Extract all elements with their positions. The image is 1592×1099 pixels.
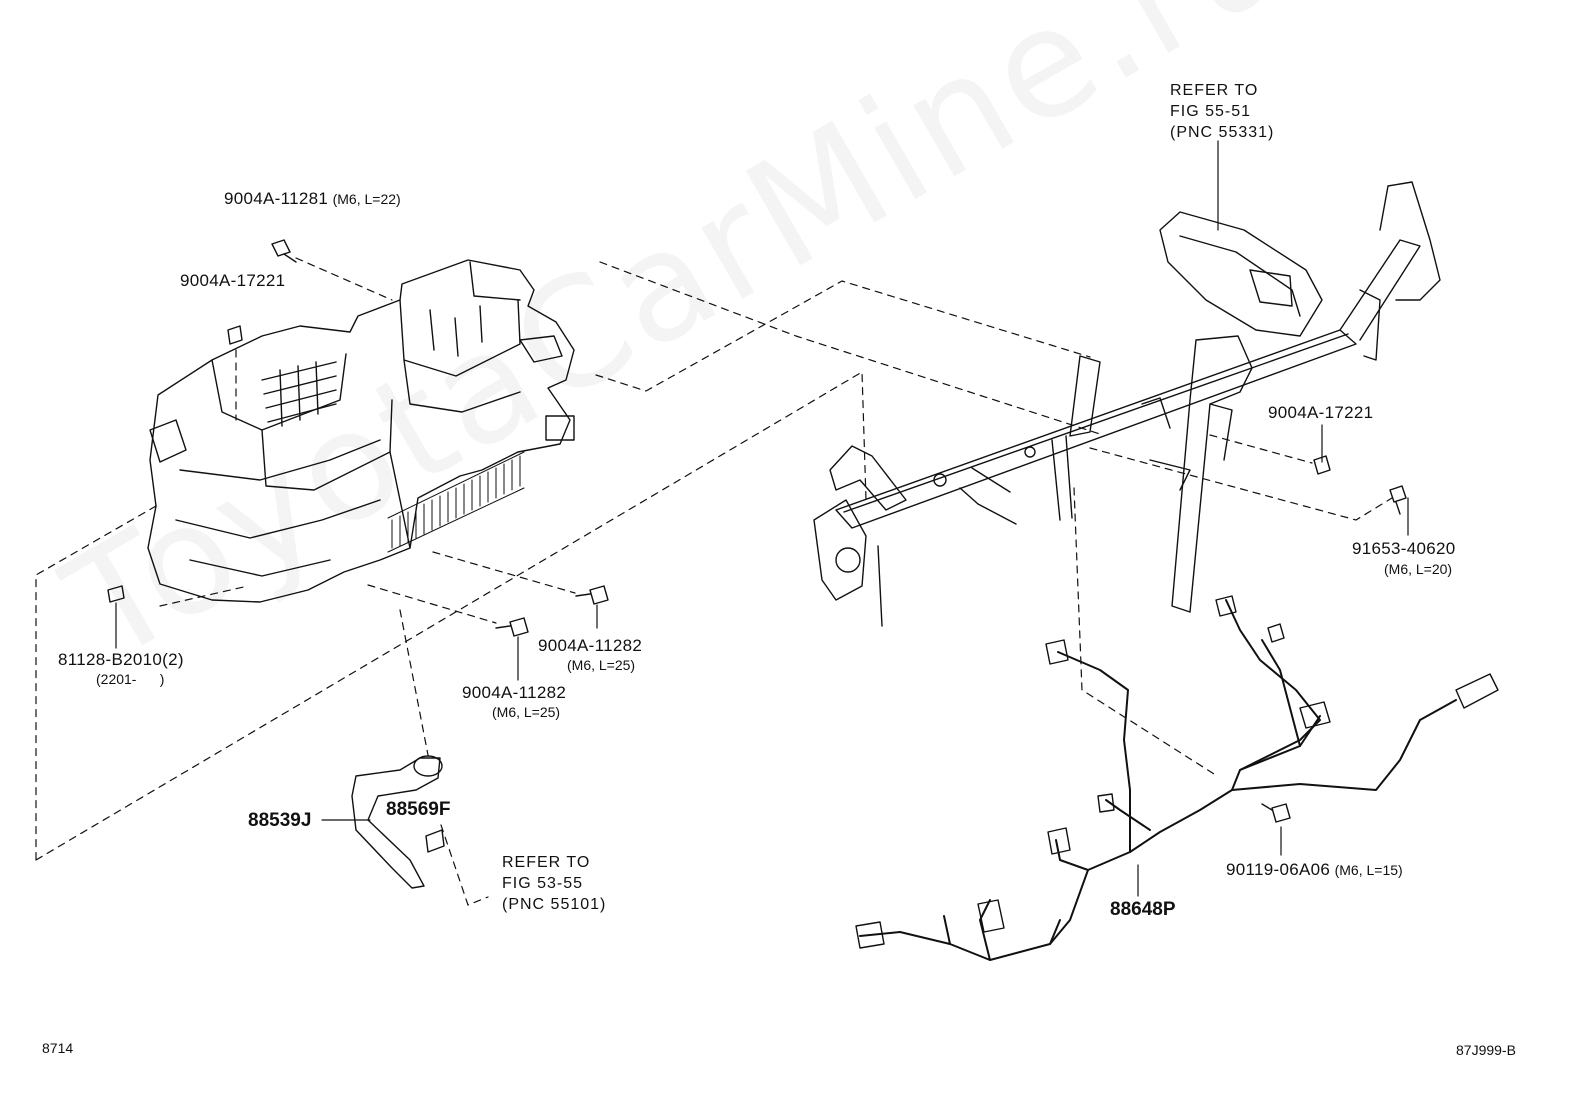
spec-bolt-9004a-11282-a: (M6, L=25) bbox=[567, 657, 636, 673]
reference-fig-55-51: REFER TO FIG 55-51 (PNC 55331) bbox=[1170, 80, 1274, 143]
harness-connectors bbox=[855, 595, 1499, 949]
evaporator-fins bbox=[387, 451, 525, 553]
illustration-code: 87J999-B bbox=[1456, 1042, 1516, 1058]
label-hose-88539j[interactable]: 88539J bbox=[248, 810, 312, 831]
spec-bolt-91653-40620: (M6, L=20) bbox=[1384, 561, 1453, 577]
label-leaders bbox=[115, 140, 1409, 897]
ref-line-3: (PNC 55101) bbox=[502, 896, 607, 913]
ref-line-2: FIG 55-51 bbox=[1170, 103, 1252, 120]
label-nut-9004a-17221-right[interactable]: 9004A-17221 bbox=[1268, 403, 1374, 422]
label-harness-88648p[interactable]: 88648P bbox=[1110, 899, 1176, 920]
label-bolt-91653-40620[interactable]: 91653-40620 bbox=[1352, 539, 1456, 558]
part-spec: (M6, L=22) bbox=[332, 191, 401, 207]
wire-harness bbox=[859, 599, 1457, 961]
spec-bolt-9004a-11282-b: (M6, L=25) bbox=[492, 704, 561, 720]
ref-line-3: (PNC 55331) bbox=[1170, 124, 1275, 141]
heater-unit bbox=[147, 259, 575, 603]
figure-number: 8714 bbox=[42, 1040, 74, 1056]
label-bolt-90119-06a06[interactable]: 90119-06A06 (M6, L=15) bbox=[1226, 861, 1403, 879]
part-number: 9004A-11281 bbox=[224, 189, 329, 208]
reference-fig-53-55: REFER TO FIG 53-55 (PNC 55101) bbox=[502, 852, 606, 915]
label-bolt-9004a-11282-a[interactable]: 9004A-11282 bbox=[538, 636, 643, 655]
spec-clip-81128-b2010: (2201- ) bbox=[96, 671, 165, 687]
part-spec: (M6, L=15) bbox=[1334, 862, 1403, 878]
label-bolt-9004a-11281[interactable]: 9004A-11281 (M6, L=22) bbox=[224, 190, 401, 208]
label-hose-88569f[interactable]: 88569F bbox=[386, 799, 451, 820]
duct-hose bbox=[351, 755, 445, 889]
ref-line-1: REFER TO bbox=[1170, 82, 1259, 99]
ref-line-1: REFER TO bbox=[502, 854, 591, 871]
label-clip-81128-b2010[interactable]: 81128-B2010(2) bbox=[58, 650, 184, 669]
dashed-leaders bbox=[35, 257, 1393, 906]
label-nut-9004a-17221-left[interactable]: 9004A-17221 bbox=[180, 271, 286, 290]
fasteners bbox=[107, 239, 1407, 823]
part-number: 90119-06A06 bbox=[1226, 860, 1331, 879]
ref-line-2: FIG 53-55 bbox=[502, 875, 584, 892]
label-bolt-9004a-11282-b[interactable]: 9004A-11282 bbox=[462, 683, 567, 702]
reinforcement-beam bbox=[813, 181, 1441, 627]
